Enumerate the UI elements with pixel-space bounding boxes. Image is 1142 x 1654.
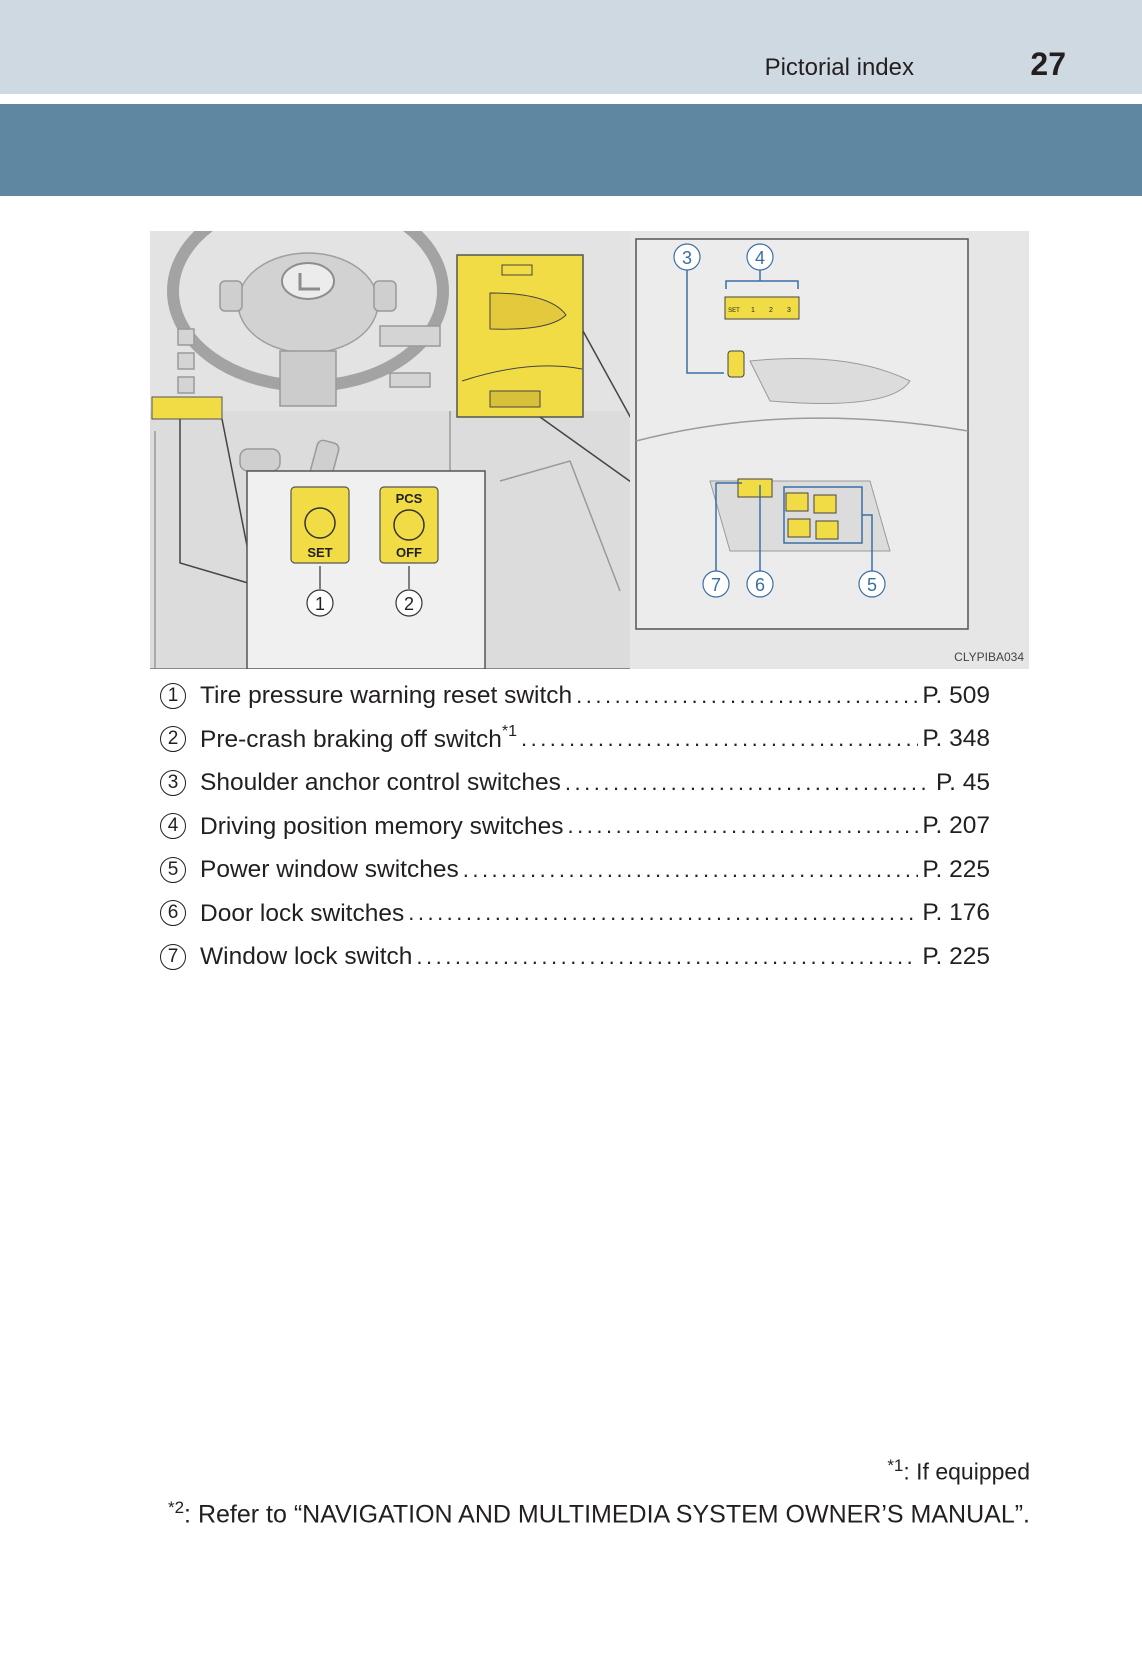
item-label: Shoulder anchor control switches <box>200 769 561 797</box>
legend-list: 1 Tire pressure warning reset switch ...… <box>160 674 990 979</box>
callout-3 <box>673 243 701 271</box>
svg-text:1: 1 <box>315 594 325 614</box>
tire-switch-location-highlight <box>151 396 223 420</box>
dot-leader: ........................................… <box>567 813 919 839</box>
list-item: 1 Tire pressure warning reset switch ...… <box>160 674 990 718</box>
image-code: CLYPIBA034 <box>954 650 1024 664</box>
page-reference[interactable]: P. 225 <box>922 942 990 970</box>
switch-inset: SET PCS OFF 1 2 <box>246 470 486 669</box>
tire-switch-label: SET <box>307 545 332 560</box>
item-number: 2 <box>160 726 186 753</box>
pcs-switch-top-label: PCS <box>396 491 423 506</box>
callout-6 <box>746 570 774 598</box>
memory-switches: SET 1 2 3 <box>724 296 800 320</box>
footnote-if-equipped: *1: If equipped <box>887 1456 1030 1485</box>
pcs-switch-bottom-label: OFF <box>396 545 422 560</box>
svg-text:4: 4 <box>755 248 765 268</box>
item-number: 7 <box>160 943 186 970</box>
item-number: 4 <box>160 813 186 840</box>
window-switch-1 <box>785 492 809 512</box>
list-item: 3 Shoulder anchor control switches .....… <box>160 761 990 805</box>
svg-text:2: 2 <box>404 594 414 614</box>
callout-4 <box>746 243 774 271</box>
list-item: 4 Driving position memory switches .....… <box>160 805 990 849</box>
item-label: Window lock switch <box>200 943 413 971</box>
callout-7 <box>702 570 730 598</box>
window-switch-2 <box>813 494 837 514</box>
page-reference[interactable]: P. 176 <box>922 899 990 927</box>
svg-text:7: 7 <box>711 575 721 595</box>
list-item: 6 Door lock switches ...................… <box>160 892 990 936</box>
dot-leader: ........................................… <box>564 769 932 795</box>
shoulder-anchor-switch <box>727 350 745 378</box>
item-label: Power window switches <box>200 856 459 884</box>
svg-text:1: 1 <box>751 307 755 314</box>
dot-leader: ........................................… <box>462 856 919 882</box>
item-number: 6 <box>160 900 186 927</box>
page-reference[interactable]: P. 509 <box>922 681 990 709</box>
svg-text:SET: SET <box>728 308 740 314</box>
item-label: Door lock switches <box>200 899 405 927</box>
dot-leader: ........................................… <box>416 943 919 969</box>
page-number: 27 <box>1030 46 1066 82</box>
page-reference[interactable]: P. 207 <box>922 812 990 840</box>
item-number: 1 <box>160 682 186 709</box>
dot-leader: ........................................… <box>576 682 918 708</box>
list-item: 2 Pre-crash braking off switch*1 .......… <box>160 718 990 762</box>
header-band <box>0 0 1142 94</box>
svg-text:2: 2 <box>769 307 773 314</box>
callout-5 <box>858 570 886 598</box>
callout-2 <box>395 589 423 617</box>
svg-text:3: 3 <box>787 307 791 314</box>
door-lock-switch <box>737 478 773 498</box>
window-switch-4 <box>815 520 839 540</box>
item-label: Driving position memory switches <box>200 812 564 840</box>
svg-text:5: 5 <box>867 575 877 595</box>
svg-text:6: 6 <box>755 575 765 595</box>
door-panel-scene: SET 1 2 3 3 4 <box>630 231 1029 669</box>
dot-leader: ........................................… <box>408 900 918 926</box>
list-item: 7 Window lock switch ...................… <box>160 935 990 979</box>
item-label: Pre-crash braking off switch*1 <box>200 722 517 753</box>
list-item: 5 Power window switches ................… <box>160 848 990 892</box>
section-title: Pictorial index <box>764 54 914 81</box>
footnote-navigation-manual: *2: Refer to “NAVIGATION AND MULTIMEDIA … <box>167 1498 1030 1529</box>
window-switch-3 <box>787 518 811 538</box>
section-band <box>0 104 1142 196</box>
dot-leader: ........................................… <box>520 726 918 752</box>
page-reference[interactable]: P. 225 <box>922 855 990 883</box>
item-label: Tire pressure warning reset switch <box>200 682 573 710</box>
svg-text:3: 3 <box>682 248 692 268</box>
callout-1 <box>306 589 334 617</box>
leader-line <box>179 419 249 584</box>
page-reference[interactable]: P. 45 <box>935 768 990 796</box>
item-number: 5 <box>160 856 186 883</box>
page-reference[interactable]: P. 348 <box>922 725 990 753</box>
door-handle-inset <box>456 254 639 488</box>
cockpit-illustration: SET PCS OFF 1 2 <box>150 231 1029 669</box>
item-number: 3 <box>160 769 186 796</box>
header-divider <box>0 94 1142 104</box>
